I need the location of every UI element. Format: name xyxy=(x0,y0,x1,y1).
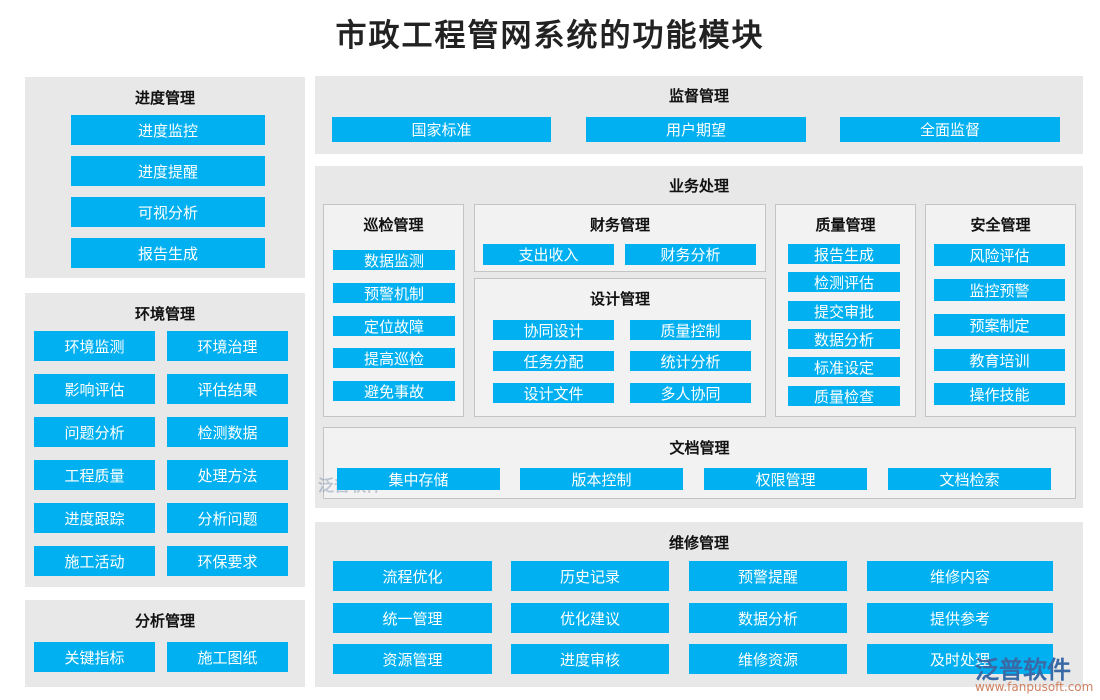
panel-supervision: 监督管理 xyxy=(315,76,1083,154)
module-item: 预警提醒 xyxy=(689,561,847,591)
module-item: 质量控制 xyxy=(630,320,751,340)
module-item: 定位故障 xyxy=(333,316,455,336)
watermark-brand: 泛普软件 xyxy=(975,656,1071,684)
box-title: 文档管理 xyxy=(669,439,730,457)
module-item: 进度审核 xyxy=(511,644,669,674)
box-title: 巡检管理 xyxy=(363,216,424,234)
module-item: 问题分析 xyxy=(34,417,155,447)
module-item: 数据分析 xyxy=(689,603,847,633)
module-item: 用户期望 xyxy=(586,117,806,142)
module-item: 环保要求 xyxy=(167,546,288,576)
module-item: 教育培训 xyxy=(934,349,1065,371)
module-item: 检测数据 xyxy=(167,417,288,447)
box-title: 安全管理 xyxy=(970,216,1031,234)
watermark-url: www.fanpusoft.com xyxy=(975,680,1094,694)
module-item: 操作技能 xyxy=(934,383,1065,405)
module-item: 文档检索 xyxy=(888,468,1051,490)
module-item: 多人协同 xyxy=(630,383,751,403)
module-item: 影响评估 xyxy=(34,374,155,404)
module-item: 提交审批 xyxy=(788,301,900,321)
panel-title: 进度管理 xyxy=(134,89,195,107)
module-item: 历史记录 xyxy=(511,561,669,591)
module-item: 任务分配 xyxy=(493,351,614,371)
module-item: 版本控制 xyxy=(520,468,683,490)
module-item: 标准设定 xyxy=(788,357,900,377)
module-item: 分析问题 xyxy=(167,503,288,533)
module-item: 进度监控 xyxy=(71,115,265,145)
module-item: 避免事故 xyxy=(333,381,455,401)
module-item: 统一管理 xyxy=(333,603,492,633)
panel-title: 监督管理 xyxy=(668,87,729,105)
module-item: 维修资源 xyxy=(689,644,847,674)
module-item: 环境监测 xyxy=(34,331,155,361)
panel-title: 维修管理 xyxy=(668,534,729,552)
module-item: 进度跟踪 xyxy=(34,503,155,533)
module-item: 维修内容 xyxy=(867,561,1053,591)
box-title: 财务管理 xyxy=(589,216,650,234)
module-item: 施工图纸 xyxy=(167,642,288,672)
module-item: 处理方法 xyxy=(167,460,288,490)
module-item: 进度提醒 xyxy=(71,156,265,186)
module-item: 关键指标 xyxy=(34,642,155,672)
module-item: 资源管理 xyxy=(333,644,492,674)
module-item: 报告生成 xyxy=(71,238,265,268)
module-item: 工程质量 xyxy=(34,460,155,490)
module-item: 环境治理 xyxy=(167,331,288,361)
module-item: 监控预警 xyxy=(934,279,1065,301)
module-item: 统计分析 xyxy=(630,351,751,371)
module-item: 全面监督 xyxy=(840,117,1060,142)
module-item: 施工活动 xyxy=(34,546,155,576)
module-item: 权限管理 xyxy=(704,468,867,490)
module-item: 数据监测 xyxy=(333,250,455,270)
module-item: 数据分析 xyxy=(788,329,900,349)
panel-title: 业务处理 xyxy=(668,177,729,195)
panel-title: 分析管理 xyxy=(134,612,195,630)
module-item: 可视分析 xyxy=(71,197,265,227)
module-item: 提高巡检 xyxy=(333,348,455,368)
panel-title: 环境管理 xyxy=(134,305,195,323)
module-item: 提供参考 xyxy=(867,603,1053,633)
module-item: 支出收入 xyxy=(483,244,614,265)
module-item: 流程优化 xyxy=(333,561,492,591)
module-item: 质量检查 xyxy=(788,386,900,406)
box-title: 质量管理 xyxy=(815,216,876,234)
module-item: 检测评估 xyxy=(788,272,900,292)
module-item: 设计文件 xyxy=(493,383,614,403)
box-title: 设计管理 xyxy=(589,290,650,308)
box-safety: 安全管理 xyxy=(925,204,1076,417)
module-item: 集中存储 xyxy=(337,468,500,490)
module-item: 报告生成 xyxy=(788,244,900,264)
module-item: 协同设计 xyxy=(493,320,614,340)
module-item: 预警机制 xyxy=(333,283,455,303)
module-item: 国家标准 xyxy=(332,117,551,142)
page-title: 市政工程管网系统的功能模块 xyxy=(335,18,765,54)
module-item: 预案制定 xyxy=(934,314,1065,336)
module-item: 风险评估 xyxy=(934,244,1065,266)
module-item: 优化建议 xyxy=(511,603,669,633)
module-item: 及时处理 xyxy=(867,644,1053,674)
module-item: 财务分析 xyxy=(625,244,756,265)
module-item: 评估结果 xyxy=(167,374,288,404)
